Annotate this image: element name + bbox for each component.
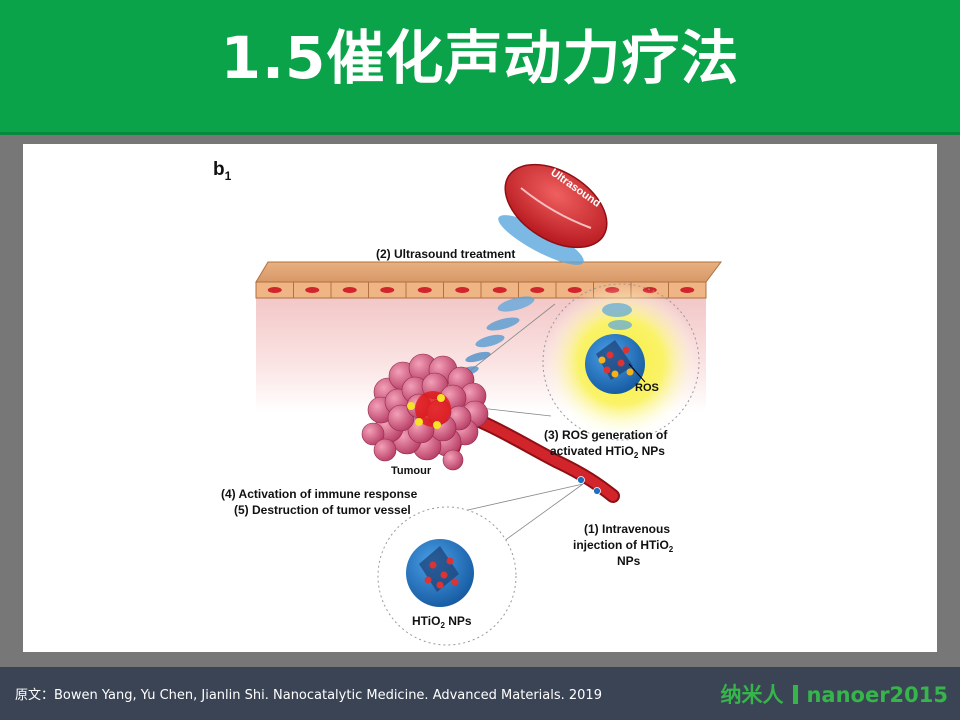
step2-label: (2) Ultrasound treatment — [376, 247, 515, 261]
tumour-label: Tumour — [391, 465, 432, 477]
ultrasound-transducer: Ultrasound — [504, 163, 608, 249]
ros-label: ROS — [635, 382, 659, 394]
step4-label: (4) Activation of immune response — [221, 487, 418, 501]
slide-title: 1.5催化声动力疗法 — [220, 24, 740, 92]
step3-label-line2: activated HTiO2 NPs — [550, 444, 665, 460]
skin-surface — [255, 261, 722, 283]
np-inset: HTiO2 NPs — [377, 506, 517, 646]
activated-np-inset: ROS — [542, 283, 700, 441]
footer-bar: 原文：Bowen Yang, Yu Chen, Jianlin Shi. Nan… — [0, 667, 960, 720]
step1-label-line2: injection of HTiO2 — [573, 538, 674, 554]
figure-panel: b1 Ultrasound (2) Ultrasound treatment — [23, 144, 937, 652]
brand-divider — [793, 685, 799, 704]
step5-label: (5) Destruction of tumor vessel — [234, 503, 411, 517]
brand-logo: 纳米人 nanoer2015 — [720, 679, 948, 709]
np-label: HTiO2 NPs — [412, 614, 472, 630]
tumour-core — [407, 391, 451, 429]
step3-label: (3) ROS generation of — [544, 428, 668, 442]
title-banner: 1.5催化声动力疗法 — [0, 0, 960, 135]
brand-name-cn: 纳米人 — [720, 683, 784, 707]
step1-label-line3: NPs — [617, 554, 641, 568]
source-citation: 原文：Bowen Yang, Yu Chen, Jianlin Shi. Nan… — [15, 688, 602, 703]
sonodynamic-therapy-diagram: b1 Ultrasound (2) Ultrasound treatment — [213, 159, 722, 646]
brand-name-en: nanoer2015 — [806, 683, 948, 707]
step1-label: (1) Intravenous — [584, 522, 670, 536]
panel-label: b1 — [213, 159, 232, 183]
